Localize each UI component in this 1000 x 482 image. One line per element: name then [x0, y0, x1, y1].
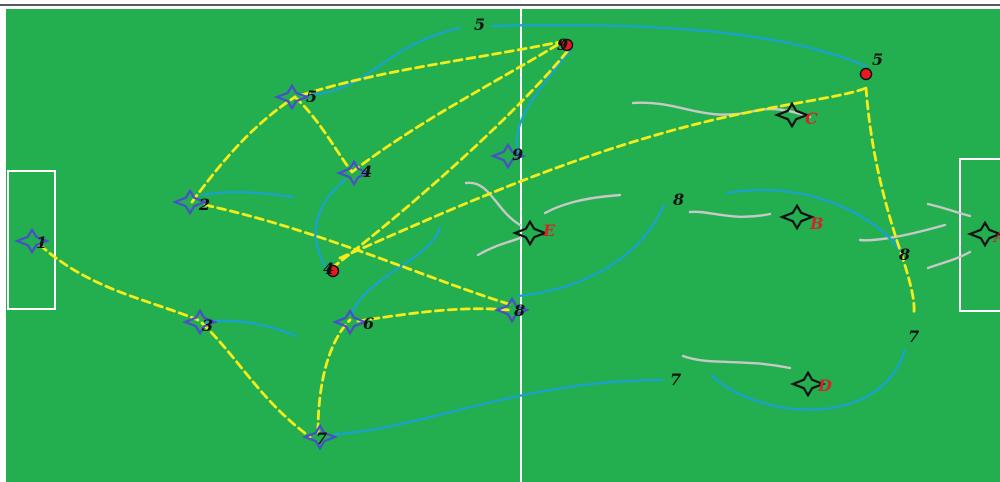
run-label: 7: [908, 327, 919, 346]
attacker-number: 6: [363, 314, 374, 333]
defender-letter: A: [992, 227, 1000, 246]
attacker-number: 7: [316, 429, 327, 448]
ball-icon: [861, 69, 872, 80]
defender-letter: B: [809, 214, 824, 233]
defender-letter: D: [817, 376, 832, 395]
attacker-number: 8: [513, 301, 525, 320]
ball-number: 9: [557, 35, 568, 54]
attacker-number: 5: [306, 87, 317, 106]
run-label: 8: [672, 190, 684, 209]
attacker-number: 3: [202, 316, 213, 335]
run-label: 8: [898, 245, 910, 264]
defender-letter: C: [805, 109, 818, 128]
run-label: 5: [474, 15, 485, 34]
run-label: 7: [670, 370, 681, 389]
pitch-surface: [6, 9, 1000, 482]
attacker-number: 4: [361, 162, 372, 181]
ball-number: 4: [323, 259, 334, 278]
defender-letter: E: [542, 221, 556, 240]
attacker-number: 1: [36, 233, 47, 252]
attacker-number: 9: [512, 145, 523, 164]
attacker-number: 2: [198, 195, 210, 214]
ball-number: 5: [872, 50, 883, 69]
